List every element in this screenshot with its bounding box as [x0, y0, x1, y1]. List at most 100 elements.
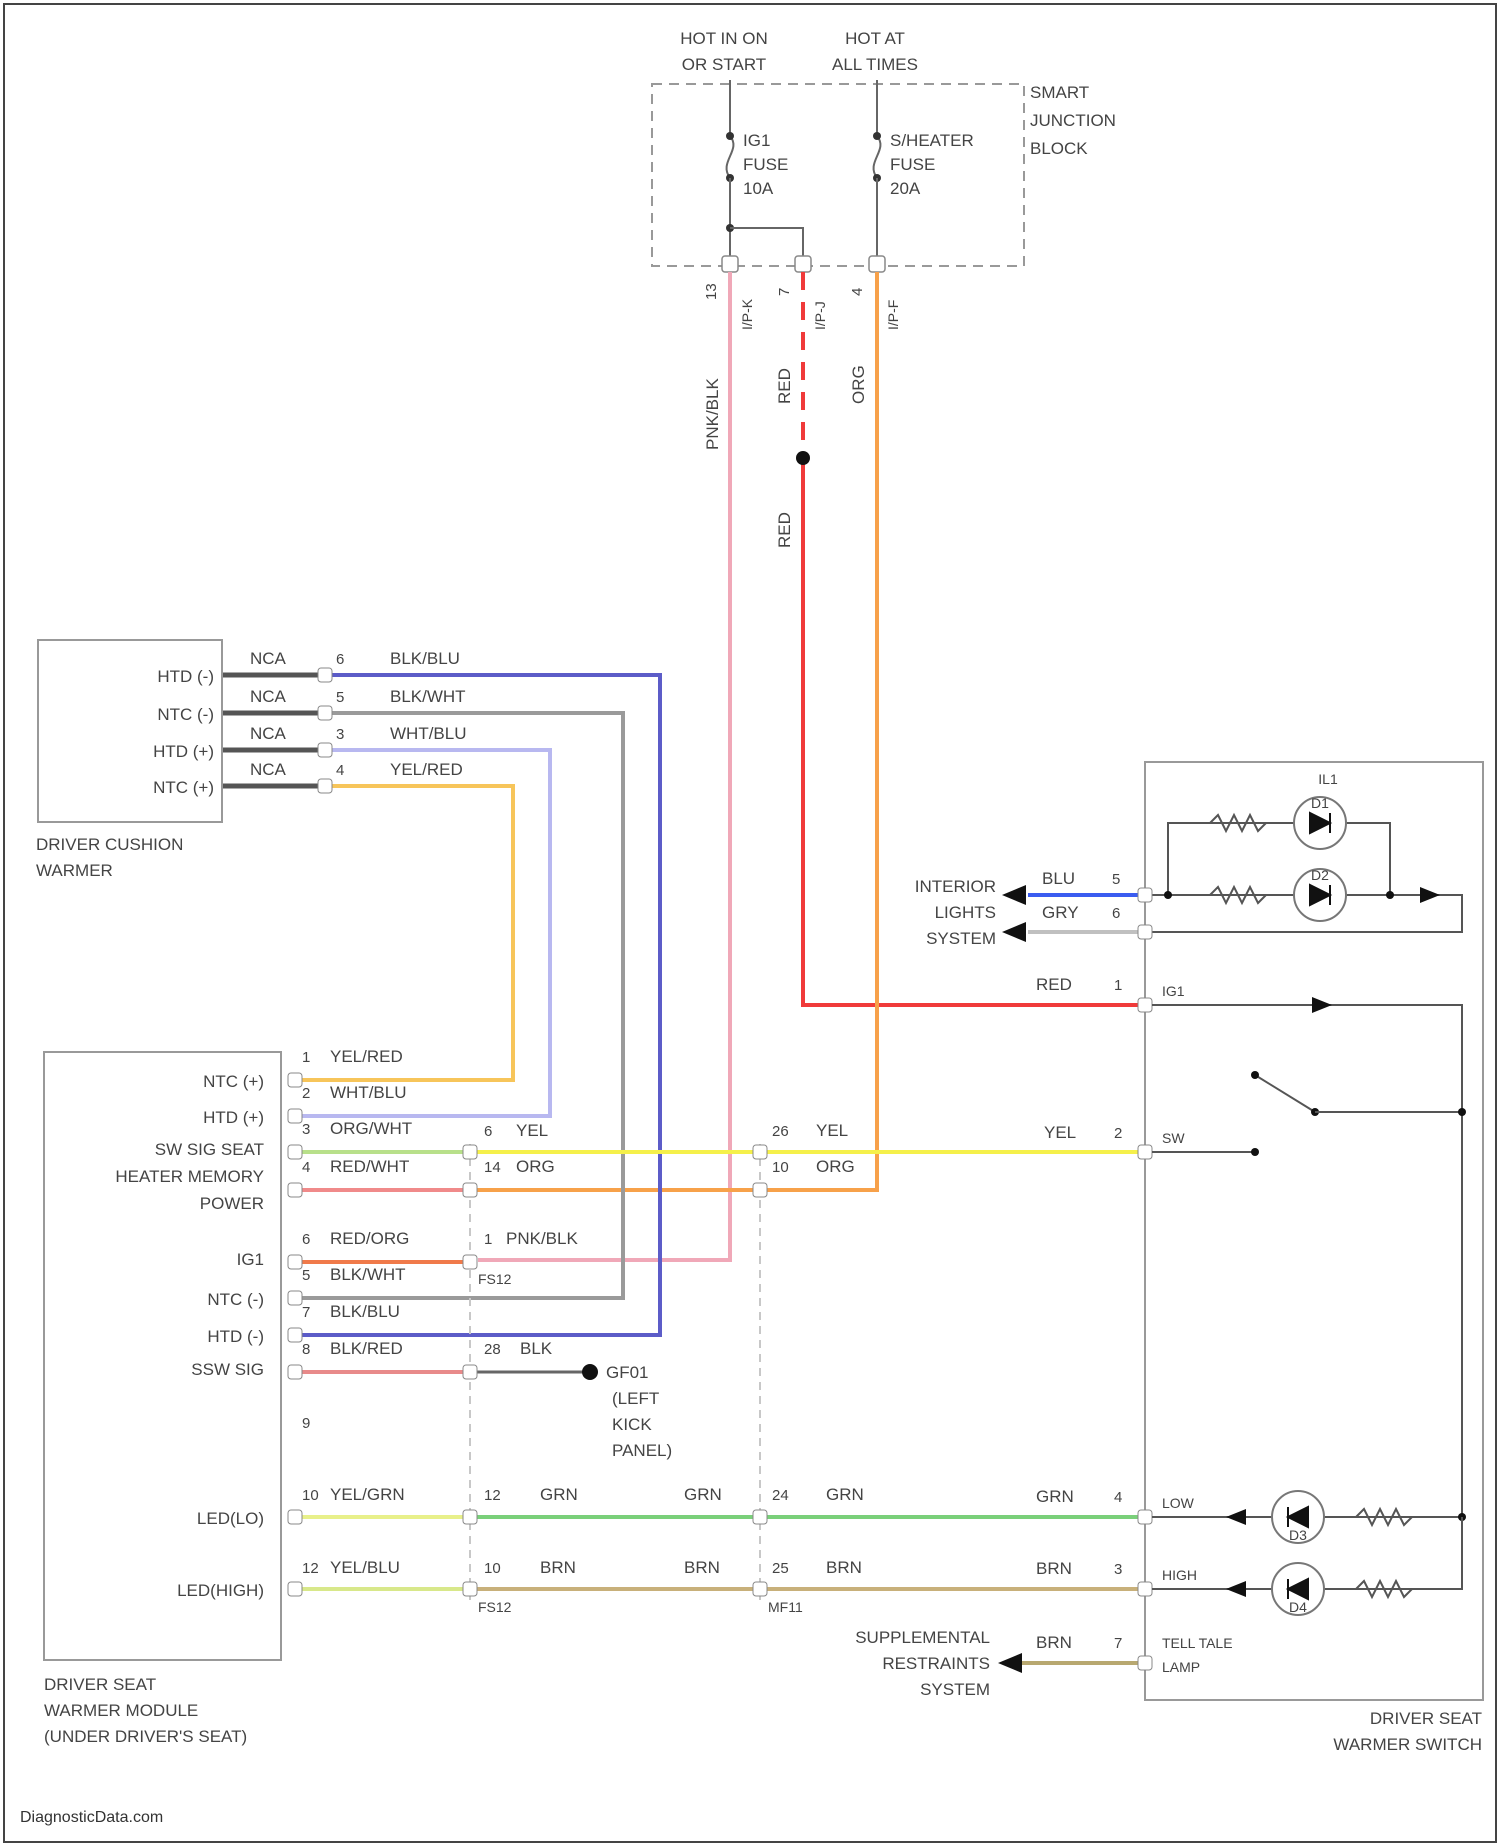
interior-lights-1: INTERIOR: [915, 877, 996, 896]
module-terminal-box-5: [288, 1291, 302, 1305]
switch-pin-1: 1: [1114, 977, 1122, 994]
fuse-ig1-rating: 10A: [743, 179, 774, 198]
module-terminal-box-7: [288, 1328, 302, 1342]
cushion-wire-2: BLK/WHT: [390, 687, 466, 706]
module-terminal-ntc-pos: NTC (+): [203, 1072, 264, 1091]
switch-pin-5: 5: [1112, 871, 1120, 888]
module-pin-4: 4: [302, 1159, 310, 1176]
interior-lights-3: SYSTEM: [926, 929, 996, 948]
junction-block-label-2: JUNCTION: [1030, 111, 1116, 130]
cushion-terminal-box-1: [318, 668, 332, 682]
module-terminal-box-3: [288, 1145, 302, 1159]
wire-red: [803, 458, 1138, 1005]
lamp-d4-label: D4: [1289, 1599, 1307, 1615]
cushion-terminal-box-3: [318, 743, 332, 757]
module-pin-7: 7: [302, 1304, 310, 1321]
module-wire-blk-red: BLK/RED: [330, 1339, 403, 1358]
mf11-wire-grn: GRN: [826, 1485, 864, 1504]
module-terminal-ssw-sig: SSW SIG: [191, 1360, 264, 1379]
sjb-terminal-c: [869, 256, 885, 272]
module-terminal-ig1: IG1: [237, 1250, 264, 1269]
module-terminal-sig-2: HEATER MEMORY: [115, 1167, 264, 1186]
fs12-wire-grn: GRN: [540, 1485, 578, 1504]
module-wire-blk-blu: BLK/BLU: [330, 1302, 400, 1321]
fs12-mid-grn: GRN: [684, 1485, 722, 1504]
mf11-wire-org: ORG: [816, 1157, 855, 1176]
module-wire-yel-red: YEL/RED: [330, 1047, 403, 1066]
wire-layer: [297, 272, 1138, 1663]
cushion-title-2: WARMER: [36, 861, 113, 880]
diagram-frame: [4, 4, 1496, 1842]
module-terminal-box-2: [288, 1109, 302, 1123]
connector-mf11: 26 10 24 25 YEL ORG GRN BRN MF11: [753, 1121, 864, 1615]
switch-pin-2: 2: [1114, 1125, 1122, 1142]
fuse-sheater-word: FUSE: [890, 155, 935, 174]
ground-line-3: PANEL): [612, 1441, 672, 1460]
fs12-mid-brn: BRN: [684, 1558, 720, 1577]
cushion-nca-1: NCA: [250, 649, 287, 668]
wire-yel-red: [297, 786, 513, 1080]
module-terminal-ntc-neg: NTC (-): [207, 1290, 264, 1309]
cushion-terminal-htd-pos: HTD (+): [153, 742, 214, 761]
switch-wire-brn: BRN: [1036, 1559, 1072, 1578]
cushion-nca-4: NCA: [250, 760, 287, 779]
fs12-terminal-org: [463, 1183, 477, 1197]
cushion-terminal-htd-neg: HTD (-): [157, 667, 214, 686]
fs12-wire-org: ORG: [516, 1157, 555, 1176]
fs12-terminal-yel: [463, 1145, 477, 1159]
mf11-pin-25: 25: [772, 1560, 789, 1577]
footer-watermark: DiagnosticData.com: [20, 1809, 163, 1826]
fs12-wire-yel: YEL: [516, 1121, 548, 1140]
fs12-pin-10: 10: [484, 1560, 501, 1577]
module-terminal-box-10: [288, 1510, 302, 1524]
fuse-sheater-dot-top: [873, 132, 881, 140]
sjb-conn-c: I/P-F: [885, 300, 901, 330]
junction-block-box: [652, 84, 1024, 266]
junction-block-label-3: BLOCK: [1030, 139, 1088, 158]
lamp-d1-loop: [1168, 823, 1390, 895]
module-wire-yel-grn: YEL/GRN: [330, 1485, 405, 1504]
interior-lights-2: LIGHTS: [935, 903, 996, 922]
label-red-lower: RED: [775, 512, 794, 548]
mf11-pin-26: 26: [772, 1123, 789, 1140]
mf11-terminal-org: [753, 1183, 767, 1197]
lamp-d1-label: D1: [1311, 795, 1329, 811]
mf11-wire-brn: BRN: [826, 1558, 862, 1577]
sjb-terminal-a: [722, 256, 738, 272]
wire-pnk-blk: [478, 272, 730, 1260]
module-pin-10: 10: [302, 1487, 319, 1504]
cushion-terminal-ntc-pos: NTC (+): [153, 778, 214, 797]
module-terminal-box-6: [288, 1255, 302, 1269]
module-terminal-box-8: [288, 1365, 302, 1379]
srs-line-1: SUPPLEMENTAL: [855, 1628, 990, 1647]
cushion-nca-3: NCA: [250, 724, 287, 743]
lamp-junction-1: [1164, 891, 1172, 899]
lamp-arrow: [1420, 887, 1440, 903]
interior-arrow-2: [1002, 922, 1026, 942]
cushion-pin-4: 4: [336, 762, 344, 779]
switch-terminal-1: [1138, 998, 1152, 1012]
fs12-terminal-brn: [463, 1582, 477, 1596]
label-red-upper: RED: [775, 368, 794, 404]
fuse-sheater-name: S/HEATER: [890, 131, 974, 150]
switch-term-low: LOW: [1162, 1495, 1195, 1511]
switch-title-1: DRIVER SEAT: [1370, 1709, 1482, 1728]
red-splice-dot: [796, 451, 810, 465]
module-pin-1: 1: [302, 1049, 310, 1066]
fs12-pin-14: 14: [484, 1159, 501, 1176]
switch-pin-3: 3: [1114, 1561, 1122, 1578]
lamp-junction-2: [1386, 891, 1394, 899]
fs12-name-top: FS12: [478, 1271, 512, 1287]
module-pin-3: 3: [302, 1121, 310, 1138]
sjb-terminal-b: [795, 256, 811, 272]
hot-always-label-2: ALL TIMES: [832, 55, 918, 74]
fs12-wire-blk: BLK: [520, 1339, 553, 1358]
fuse-ig1-word: FUSE: [743, 155, 788, 174]
module-terminal-led-high: LED(HIGH): [177, 1581, 264, 1600]
switch-wire-grn: GRN: [1036, 1487, 1074, 1506]
ground-line-2: KICK: [612, 1415, 652, 1434]
switch-terminal-4: [1138, 1510, 1152, 1524]
hot-ign-label-2: OR START: [682, 55, 766, 74]
module-pin-5: 5: [302, 1267, 310, 1284]
